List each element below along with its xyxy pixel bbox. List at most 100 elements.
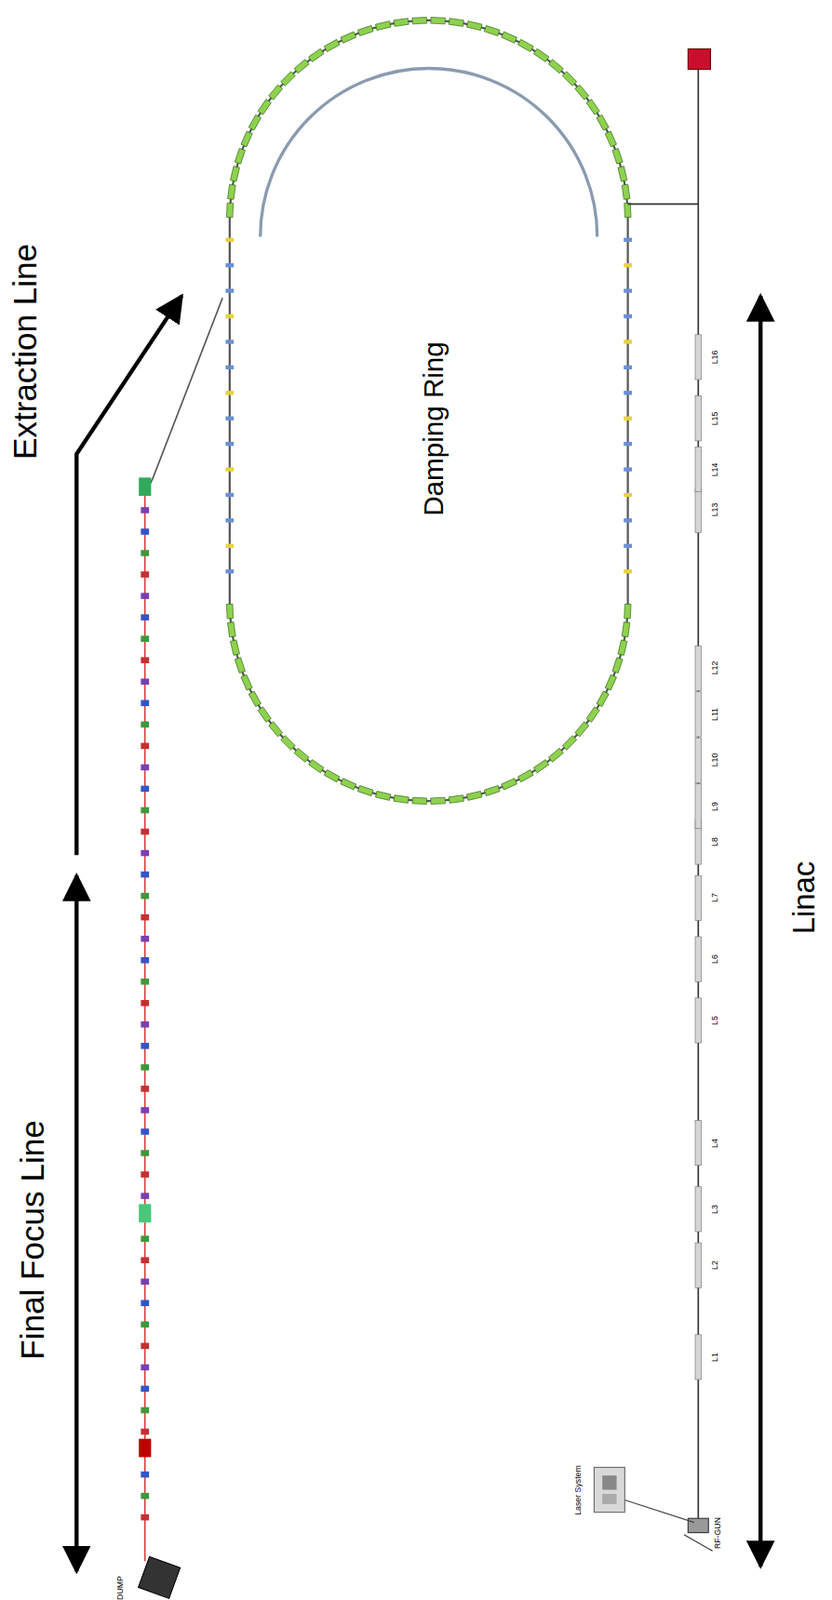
beamline-magnet [140,850,149,858]
final-focus-beamline [144,495,146,1562]
beamline-magnet [140,1064,149,1072]
linac-sections [695,335,702,1381]
ring-magnet [501,31,518,43]
region-arrow [74,875,79,1572]
beamline-magnet [140,1128,149,1136]
beamline-magnet [140,914,149,922]
component-label: L2 [710,1261,719,1271]
component-label: L4 [710,1139,719,1149]
straight-magnet [225,339,234,344]
straight-magnet [225,467,234,471]
beamline-magnet [140,1278,149,1286]
beamline-magnet [140,1408,149,1415]
beamline-magnet [140,550,149,557]
ring-magnet [612,657,623,674]
beamline-magnet [140,1000,149,1007]
ring-magnet [226,202,233,218]
ring-magnet [241,674,253,691]
ring-magnet [393,18,409,27]
ring-magnet [281,71,296,87]
beamline-magnet [140,700,149,708]
ring-magnet [533,760,549,774]
beamline-element [138,477,151,497]
straight-magnet [225,416,234,421]
beamline-magnet [140,1386,149,1394]
component-label: L12 [710,661,719,676]
straight-magnet [225,314,234,319]
ring-magnet [308,48,324,62]
ring-magnet [230,166,241,182]
extraction-beamline [145,297,223,496]
beamline-magnets [138,477,151,1521]
rf-gun [684,1518,713,1552]
straight-magnet [623,314,632,319]
component-label: DUMP [116,1576,125,1600]
component-label: L6 [710,954,719,965]
straight-magnet [225,544,234,549]
ring-magnet [617,640,628,656]
damping-ring-track [229,20,629,802]
straight-magnet [623,442,632,446]
beamline-magnet [140,614,149,621]
beamline-magnet [140,829,149,836]
beamline-element [138,1204,151,1223]
ring-magnet [548,748,564,763]
ring-magnet [448,795,464,805]
inner-track [260,67,598,237]
beamline-magnet [140,1021,149,1029]
accelerating-section [695,1120,702,1166]
beamline-magnet [140,678,149,685]
ring-magnet [412,797,428,805]
beamline-magnet [140,1429,149,1436]
straight-magnet [225,390,234,395]
straight-magnet [225,288,234,293]
ring-magnet [294,59,309,74]
beamline-magnet [140,507,149,514]
straight-magnet [623,467,632,471]
ring-magnet [234,148,245,165]
ring-magnet [448,18,464,27]
ring-magnet [375,21,391,31]
ring-magnet [586,707,600,723]
beamline-magnet [140,1171,149,1179]
ring-magnet [575,722,590,738]
ring-magnet [533,48,549,62]
straight-magnet [623,569,632,574]
straight-magnet [623,493,632,497]
ring-magnet [228,184,237,200]
beamline-magnet [140,764,149,772]
ring-magnet [548,59,564,74]
beamline-magnet [140,936,149,943]
ring-magnet [612,148,623,165]
ring-magnet [268,84,283,100]
rf-gun-body [687,1518,709,1533]
beamline-magnet [140,1150,149,1157]
ring-magnet [323,769,340,782]
ring-magnet [412,17,428,25]
straight-magnet [225,365,234,370]
component-label: L7 [710,893,719,903]
straight-magnet [225,238,234,242]
straight-magnet [623,339,632,344]
beamline-magnet [140,893,149,900]
component-label: L16 [710,350,719,365]
laser-box [593,1467,625,1513]
straight-magnet [623,416,632,421]
beamline-magnet [140,1257,149,1264]
accelerating-section [695,1243,702,1289]
beamline-magnet [140,1193,149,1200]
component-label: L10 [710,753,719,768]
ring-magnet [517,769,534,782]
linac-beam-dump [687,49,711,70]
accelerating-section [695,937,702,982]
ring-magnet [624,202,631,218]
ring-magnet [375,791,391,801]
beamline-magnet [140,872,149,879]
injection-line [628,203,699,206]
straight-magnet [623,238,632,242]
ring-magnet [228,622,237,638]
ring-magnet [248,114,261,131]
straight-magnet [225,263,234,268]
